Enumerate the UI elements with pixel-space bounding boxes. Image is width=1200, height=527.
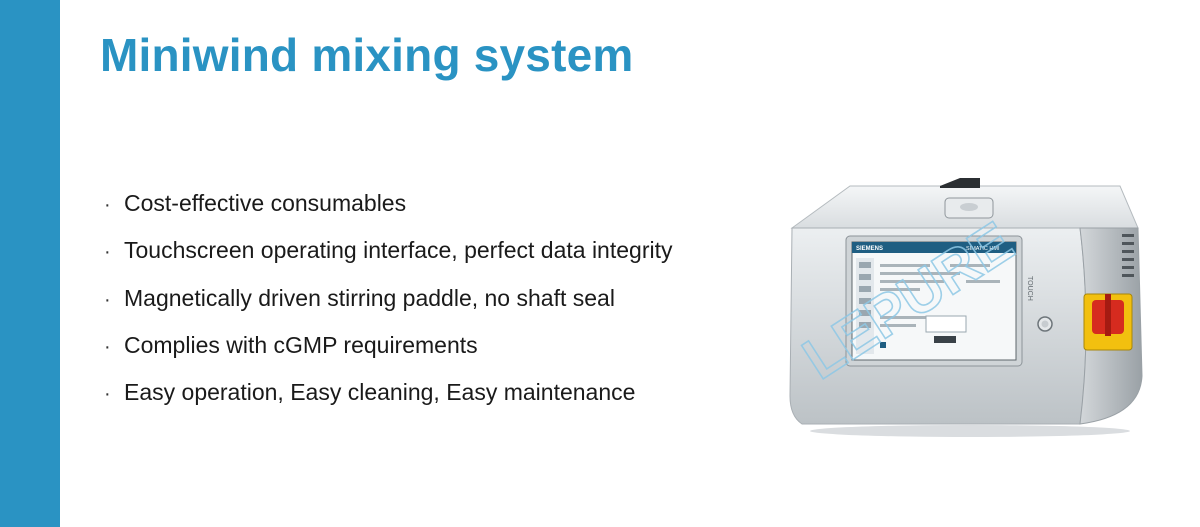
- panel-label: TOUCH: [1026, 276, 1033, 301]
- bullet-item: · Complies with cGMP requirements: [104, 332, 673, 379]
- slide-title: Miniwind mixing system: [100, 29, 634, 81]
- cooling-vent: [1122, 234, 1134, 277]
- accent-side-bar: [0, 0, 60, 527]
- bullet-list: · Cost-effective consumables · Touchscreen…: [104, 190, 673, 426]
- bullet-marker: ·: [104, 241, 111, 264]
- bullet-item: · Magnetically driven stirring paddle, no…: [104, 285, 673, 332]
- bullet-text: Complies with cGMP requirements: [124, 331, 478, 358]
- bullet-item: · Cost-effective consumables: [104, 190, 673, 237]
- screen-brand: SIEMENS: [856, 246, 883, 252]
- bullet-item: · Touchscreen operating interface, perfec…: [104, 237, 673, 284]
- bullet-marker: ·: [104, 383, 111, 406]
- bullet-text: Cost-effective consumables: [124, 190, 407, 216]
- bullet-marker: ·: [104, 335, 111, 358]
- bullet-text: Easy operation, Easy cleaning, Easy main…: [124, 379, 636, 406]
- bullet-item: · Easy operation, Easy cleaning, Easy mai…: [104, 379, 673, 426]
- bullet-text: Touchscreen operating interface, perfect…: [124, 237, 673, 264]
- bullet-marker: ·: [104, 288, 111, 311]
- mixing-system-device-image: SIEMENS SIMATIC HMI TOUCH LEPURE: [789, 178, 1143, 437]
- bullet-text: Magnetically driven stirring paddle, no …: [124, 284, 615, 311]
- bullet-marker: ·: [104, 194, 111, 216]
- screen-model: SIMATIC HMI: [966, 246, 1000, 252]
